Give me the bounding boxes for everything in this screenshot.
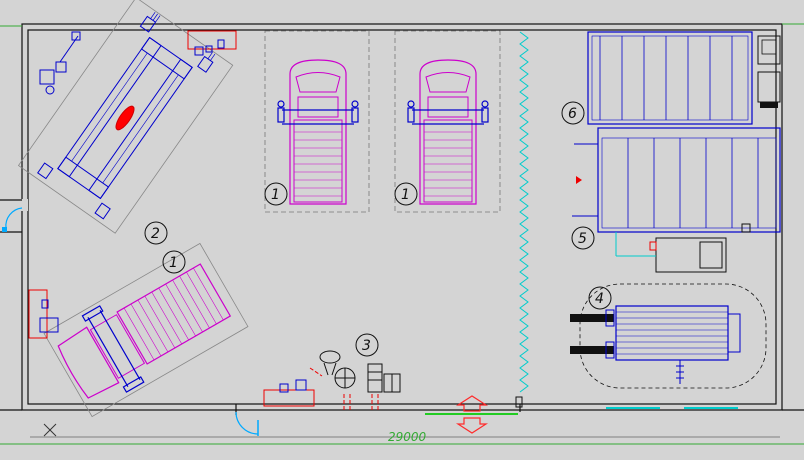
car-bay-right: [394, 30, 501, 213]
equipment-group-3: 3: [263, 333, 401, 410]
partition-zigzag: [519, 31, 529, 393]
marker-2-label: 2: [151, 226, 160, 242]
dimension-label: 29000: [388, 430, 427, 444]
cabinet-left: [28, 289, 59, 339]
stand-4: 4: [570, 283, 767, 389]
car-bay-left: [264, 30, 370, 213]
marker-rack-lower-label: 5: [578, 231, 587, 247]
rack-upper: 6: [561, 31, 781, 125]
rack-lower: 5: [571, 127, 781, 273]
lift-2-equipment: [39, 31, 81, 95]
left-door-hinge: [2, 227, 7, 232]
truck-bay: [43, 242, 249, 418]
marker-equipment-label: 3: [362, 338, 371, 354]
marker-post-right: 1: [394, 182, 418, 206]
marker-truck-label: 1: [169, 255, 178, 271]
guide-lines: [0, 23, 804, 445]
car-right: [407, 59, 489, 205]
dimension-line: 29000: [30, 423, 780, 444]
workbench-top: [187, 30, 237, 56]
marker-post-left: 1: [264, 182, 288, 206]
marker-post-left-label: 1: [271, 187, 280, 203]
marker-stand-label: 4: [595, 291, 604, 307]
building-walls: [0, 23, 804, 415]
marker-post-right-label: 1: [401, 187, 410, 203]
car-left: [277, 59, 359, 205]
bottom-door-swing: [235, 411, 259, 435]
marker-rack-upper-label: 6: [568, 106, 577, 122]
marker-truck: 1: [162, 250, 186, 274]
marker-2: 2: [144, 221, 168, 245]
left-door-swing: [5, 207, 23, 229]
gate-arrows: [455, 395, 489, 434]
lift-2-bay: [17, 0, 234, 234]
